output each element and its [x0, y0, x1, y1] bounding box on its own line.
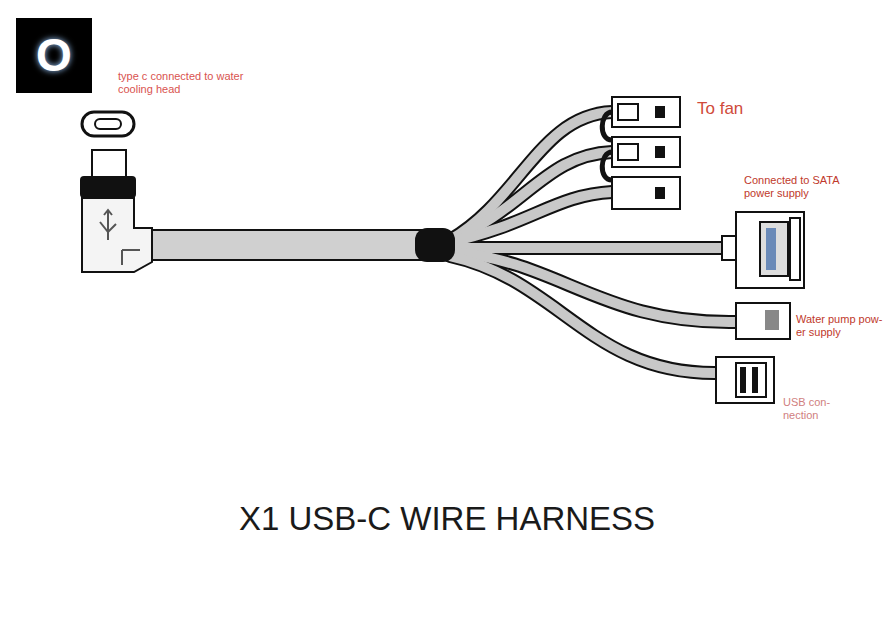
fan-label: To fan: [697, 99, 817, 119]
usb-label: USB con- nection: [783, 396, 839, 421]
plug-label: type c connected to water cooling head: [118, 70, 268, 95]
diagram-title: X1 USB-C WIRE HARNESS: [0, 500, 894, 538]
logo-letter: O: [16, 18, 92, 93]
pump-label: Water pump pow- er supply: [796, 313, 890, 338]
sata-label: Connected to SATA power supply: [744, 174, 854, 199]
